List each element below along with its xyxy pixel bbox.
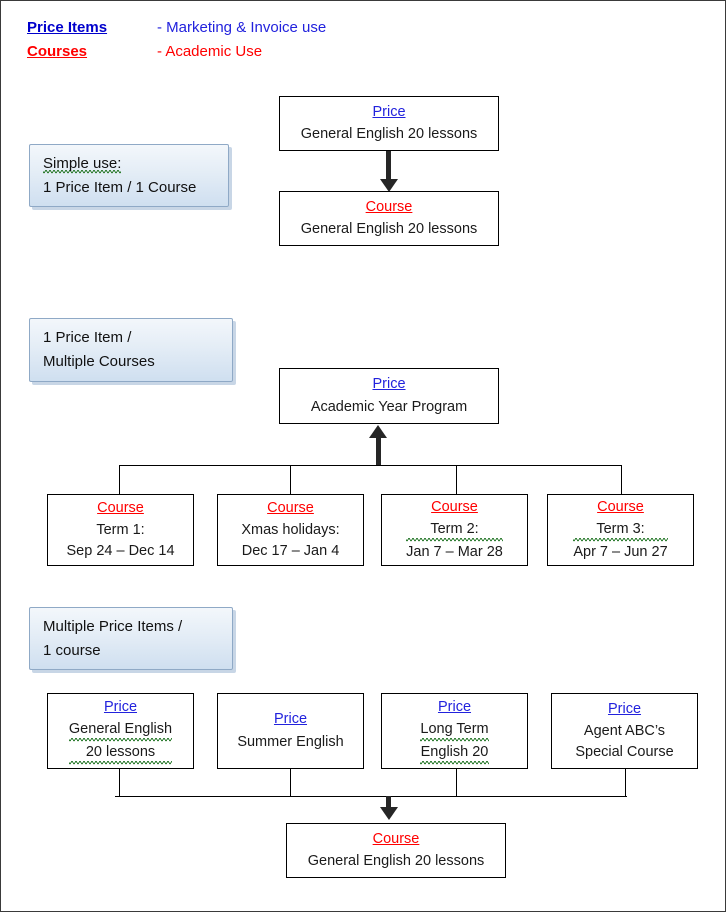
node-course-general-english: Course General English 20 lessons bbox=[279, 191, 499, 246]
node-kind-label: Course bbox=[372, 830, 420, 847]
legend-desc-price-items: - Marketing & Invoice use bbox=[157, 19, 327, 36]
arrow-up-icon-s2 bbox=[369, 425, 387, 438]
node-body-line2: Sep 24 – Dec 14 bbox=[66, 543, 175, 559]
callout-simple-use-line2: 1 Price Item / 1 Course bbox=[43, 178, 197, 196]
node-body-line1: General English 20 lessons bbox=[300, 126, 478, 142]
connector-drop-s2-1 bbox=[119, 465, 120, 495]
connector-riser-s3-3 bbox=[456, 769, 457, 796]
node-body-line1: Term 2: bbox=[406, 518, 503, 542]
node-kind-label: Price bbox=[437, 698, 472, 715]
node-course-target-general-english: Course General English 20 lessons bbox=[286, 823, 506, 878]
node-kind-label: Price bbox=[103, 698, 138, 715]
node-body-line1: Term 1: bbox=[96, 521, 145, 538]
node-price-long-term-english-20: Price Long Term English 20 bbox=[381, 693, 528, 769]
node-body-line1: Xmas holidays: bbox=[241, 521, 340, 538]
legend-desc-courses: - Academic Use bbox=[157, 43, 263, 60]
connector-riser-s3-2 bbox=[290, 769, 291, 796]
arrow-stem-s3 bbox=[386, 796, 391, 810]
node-kind-label: Course bbox=[365, 198, 413, 215]
node-course-term-1: Course Term 1: Sep 24 – Dec 14 bbox=[47, 494, 194, 566]
legend-row-price: Price Items - Marketing & Invoice use bbox=[27, 19, 326, 36]
node-body-line1: Long Term bbox=[420, 718, 489, 742]
callout-multi-courses-line2: Multiple Courses bbox=[43, 353, 155, 370]
node-body: Term 2: Jan 7 – Mar 28 bbox=[406, 518, 503, 563]
connector-riser-s3-1 bbox=[119, 769, 120, 796]
callout-multi-prices-line1: Multiple Price Items / bbox=[43, 617, 183, 635]
connector-bus-s2 bbox=[119, 465, 622, 466]
node-body-line1: General English bbox=[68, 718, 173, 742]
node-body: General English 20 lessons bbox=[68, 718, 173, 765]
node-price-general-english-20-lessons: Price General English 20 lessons bbox=[47, 693, 194, 769]
connector-drop-s2-3 bbox=[456, 465, 457, 495]
node-kind-label: Course bbox=[597, 498, 644, 515]
node-kind-label: Price bbox=[372, 103, 406, 120]
callout-simple-use: Simple use: 1 Price Item / 1 Course bbox=[29, 144, 229, 207]
arrow-down-icon-s1 bbox=[379, 179, 398, 192]
callout-simple-use-line1: Simple use: bbox=[43, 154, 122, 172]
node-course-term-3: Course Term 3: Apr 7 – Jun 27 bbox=[547, 494, 694, 566]
connector-riser-s3-4 bbox=[625, 769, 626, 796]
node-kind-label: Course bbox=[431, 498, 478, 515]
node-body: Term 3: Apr 7 – Jun 27 bbox=[573, 518, 668, 563]
legend-term-courses: Courses bbox=[27, 43, 88, 60]
node-body-line2: Jan 7 – Mar 28 bbox=[406, 544, 503, 560]
node-body-line1: Agent ABC’s bbox=[583, 722, 666, 739]
node-body: Term 1: Sep 24 – Dec 14 bbox=[66, 520, 174, 562]
node-body: Xmas holidays: Dec 17 – Jan 4 bbox=[241, 520, 339, 562]
node-course-term-2: Course Term 2: Jan 7 – Mar 28 bbox=[381, 494, 528, 566]
node-body-line1: Summer English bbox=[237, 733, 344, 750]
node-body-line1: Term 3: bbox=[573, 518, 668, 542]
node-body-line2: Special Course bbox=[575, 744, 674, 760]
connector-drop-s2-4 bbox=[621, 465, 622, 495]
node-kind-label: Course bbox=[267, 499, 314, 516]
node-body-line2: English 20 bbox=[420, 742, 489, 765]
callout-one-price-multi-courses: 1 Price Item / Multiple Courses bbox=[29, 318, 233, 382]
node-price-agent-abc-special-course: Price Agent ABC’s Special Course bbox=[551, 693, 698, 769]
node-body: Agent ABC’s Special Course bbox=[575, 721, 673, 763]
arrow-stem-s2 bbox=[375, 437, 381, 465]
node-body-line1: Academic Year Program bbox=[310, 398, 468, 415]
node-kind-label: Price bbox=[607, 700, 642, 717]
node-body-line2: 20 lessons bbox=[68, 742, 173, 765]
node-body-line2: Apr 7 – Jun 27 bbox=[573, 544, 668, 560]
node-body: Long Term English 20 bbox=[420, 718, 489, 765]
callout-multi-prices-line2: 1 course bbox=[43, 641, 101, 659]
node-body-line1: General English 20 lessons bbox=[307, 853, 485, 869]
node-price-general-english: Price General English 20 lessons bbox=[279, 96, 499, 151]
connector-bus-s3 bbox=[115, 796, 627, 797]
arrow-down-icon-s3 bbox=[379, 807, 398, 820]
node-kind-label: Price bbox=[273, 711, 308, 728]
legend-term-price-items: Price Items bbox=[27, 19, 108, 36]
node-body-line2: Dec 17 – Jan 4 bbox=[241, 543, 340, 559]
node-kind-label: Price bbox=[372, 376, 406, 393]
callout-multi-prices-one-course: Multiple Price Items / 1 course bbox=[29, 607, 233, 670]
node-kind-label: Course bbox=[97, 499, 144, 516]
node-course-xmas-holidays: Course Xmas holidays: Dec 17 – Jan 4 bbox=[217, 494, 364, 566]
arrow-stem-s1 bbox=[386, 151, 391, 183]
connector-drop-s2-2 bbox=[290, 465, 291, 495]
callout-multi-courses-line1: 1 Price Item / bbox=[43, 329, 132, 346]
legend-row-courses: Courses - Academic Use bbox=[27, 43, 262, 60]
node-body: Summer English bbox=[237, 732, 343, 753]
node-price-summer-english: Price Summer English bbox=[217, 693, 364, 769]
node-body-line1: General English 20 lessons bbox=[300, 221, 478, 237]
node-price-academic-year-program: Price Academic Year Program bbox=[279, 368, 499, 424]
